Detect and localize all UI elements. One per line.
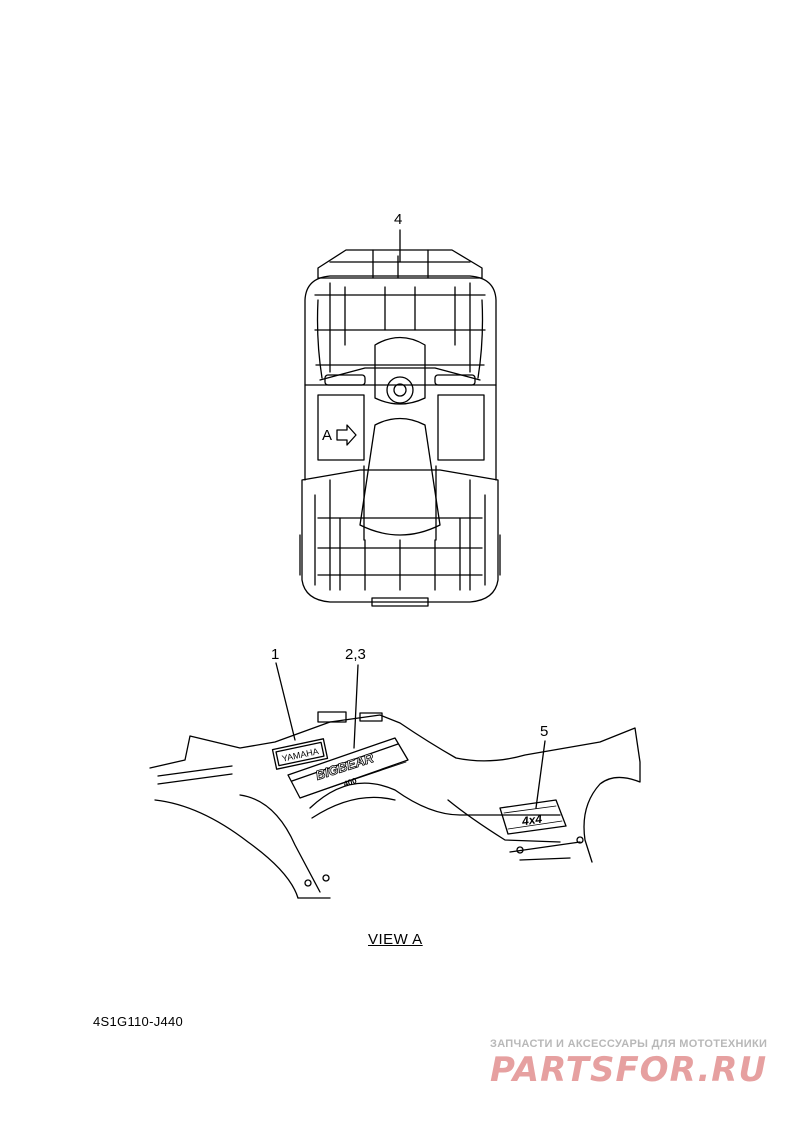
view-a-arrow xyxy=(336,424,357,446)
callout-4: 4 xyxy=(394,211,403,228)
atv-top-view xyxy=(299,229,501,607)
four-by-four-decal: 4x4 xyxy=(499,799,567,835)
front-rack xyxy=(317,249,483,279)
watermark-tagline: ЗАПЧАСТИ И АКСЕССУАРЫ ДЛЯ МОТОТЕХНИКИ xyxy=(490,1038,768,1050)
side-panel-right xyxy=(437,394,485,461)
callout-5: 5 xyxy=(540,723,549,740)
atv-side-view: YAMAHA BIGBEAR 400 4x4 xyxy=(149,662,641,899)
rear-body xyxy=(301,469,499,603)
callout-1: 1 xyxy=(271,646,280,663)
seat xyxy=(359,417,441,536)
four-by-four-decal-text: 4x4 xyxy=(520,812,543,829)
side-panel-left xyxy=(317,394,365,461)
callout-view-a: A xyxy=(322,427,333,444)
view-caption: VIEW A xyxy=(368,931,423,948)
reference-code: 4S1G110-J440 xyxy=(93,1014,184,1029)
bigbear-decal: BIGBEAR 400 xyxy=(287,737,409,799)
side-body-contour xyxy=(149,714,641,863)
callout-2-3: 2,3 xyxy=(345,646,366,663)
leader-2-3 xyxy=(353,664,359,749)
handlebar xyxy=(319,367,481,381)
front-body xyxy=(304,275,497,386)
leader-1 xyxy=(275,662,296,741)
watermark-logo: PARTSFOR.RU xyxy=(490,1050,768,1090)
leader-5 xyxy=(535,740,546,809)
